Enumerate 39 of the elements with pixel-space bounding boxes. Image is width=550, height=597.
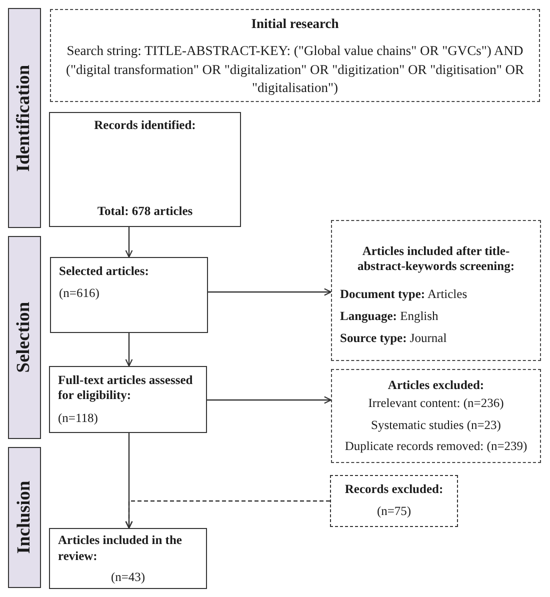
stage-label: Inclusion [15,481,34,554]
box-text: Duplicate records removed: (n=239) [344,439,528,454]
dashed-connector [125,500,330,529]
box-text: Source type: Journal [340,330,448,345]
stage-band [8,236,41,439]
criteria-box [331,220,541,361]
arrow [207,396,332,404]
box-heading: Full-text articles assessed for eligibility: [58,372,194,402]
process-box [50,257,208,333]
process-box [49,366,207,433]
box-text: (n=118) [58,410,99,426]
box-text: Systematic studies (n=23) [370,418,502,432]
box-text: (n=43) [110,570,146,586]
box-text: Document type: Articles [340,286,468,301]
box-heading: Records excluded: [344,482,444,496]
process-box [49,112,241,227]
stage-band [8,8,41,228]
search-box [50,9,540,102]
box-heading: Articles included after title-abstract-keywords screening: [356,244,516,273]
arrow [125,227,133,258]
box-heading: Initial research [250,15,340,33]
box-heading: Records identified: [93,118,197,133]
box-heading: Selected articles: [59,264,150,278]
box-text: (n=616) [59,286,100,300]
box-text: Total: 678 articles [96,204,194,219]
arrow [125,333,133,367]
box-text: Language: English [340,308,440,323]
box-text: Search string: TITLE-ABSTRACT-KEY: ("Global value chains" OR "GVCs") AND ("digital transformation" OR "digitalization" OR "digitization" OR "digitisation" OR "digitalisation") [64,42,526,97]
box-heading: Articles included in the review: [58,533,183,564]
arrow [208,288,332,296]
exclusion-box [330,475,458,527]
stage-label: Selection [15,302,34,373]
stage-band [8,447,41,588]
stage-label: Identification [15,64,34,172]
box-text: Irrelevant content: (n=236) [367,396,505,410]
box-heading: Articles excluded: [386,378,486,392]
exclusion-box [331,369,541,463]
process-box [49,528,207,589]
box-text: (n=75) [376,504,412,518]
